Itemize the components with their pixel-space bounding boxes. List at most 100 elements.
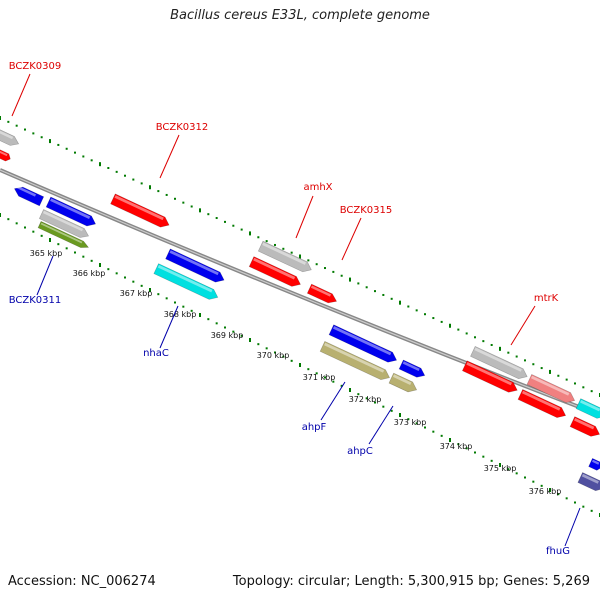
leader-line xyxy=(368,405,394,445)
ruler-tick xyxy=(107,268,110,271)
ruler-tick xyxy=(515,355,518,358)
gene-pink-1 xyxy=(526,374,576,403)
ruler-tick xyxy=(499,463,501,467)
ruler-tick xyxy=(590,390,593,393)
gene-arrow-shine xyxy=(324,342,385,373)
ruler-tick xyxy=(7,218,10,221)
ruler-tick xyxy=(124,276,126,279)
ruler-tick xyxy=(149,288,151,292)
ruler-tick xyxy=(349,277,351,282)
gene-navy-1 xyxy=(577,472,600,492)
gene-arrow-shine xyxy=(262,242,307,265)
ruler-tick xyxy=(49,139,51,144)
ruler-tick xyxy=(132,178,135,181)
gene-arrow-body xyxy=(328,324,398,363)
ruler-tick xyxy=(65,247,68,250)
gene-arrow-body xyxy=(569,416,600,437)
gene-arrow-body xyxy=(517,389,567,418)
ruler-tick xyxy=(390,409,393,412)
gene-arrow-shine xyxy=(474,347,522,372)
ruler-tick xyxy=(565,497,568,500)
ruler-tick xyxy=(574,382,576,385)
gene-arrow-shine xyxy=(114,195,164,221)
ruler-tick xyxy=(290,251,293,254)
ruler-tick xyxy=(107,167,110,170)
genome-backbone xyxy=(0,168,600,417)
ruler-tick xyxy=(57,143,60,146)
ruler-tick xyxy=(457,328,460,331)
leader-line xyxy=(159,134,180,179)
ruler-tick xyxy=(257,236,260,239)
ruler-tick xyxy=(307,259,310,262)
ruler-tick xyxy=(7,120,10,123)
ruler-tick xyxy=(407,305,410,308)
ruler-tick xyxy=(590,509,593,512)
ruler-tick xyxy=(0,116,1,120)
ruler-tick xyxy=(424,313,426,316)
ruler-tick xyxy=(57,243,60,246)
accession-text: Accession: NC_006274 xyxy=(8,574,156,589)
ruler-tick xyxy=(374,401,376,404)
gene-arrow-body xyxy=(110,193,170,228)
gene-grey-2 xyxy=(38,209,90,238)
kbp-label: 376 kbp xyxy=(529,487,562,496)
gene-arrow-shine xyxy=(40,222,83,244)
ruler-tick xyxy=(557,493,560,496)
ruler-tick xyxy=(174,301,176,304)
gene-arrow-shine xyxy=(530,375,570,396)
gene-red-4 xyxy=(306,283,338,304)
gene-label-reverse: BCZK0311 xyxy=(9,295,62,306)
ruler-tick xyxy=(390,297,393,300)
gene-arrow-body xyxy=(319,340,390,380)
ruler-tick xyxy=(399,413,401,417)
gene-arrow-shine xyxy=(15,185,37,197)
ruler-tick xyxy=(132,280,135,283)
gene-red-7 xyxy=(569,416,600,437)
ruler-tick xyxy=(465,447,468,450)
leader-line xyxy=(295,195,314,239)
ruler-tick xyxy=(340,274,343,277)
ruler-tick xyxy=(49,238,51,242)
kbp-label: 366 kbp xyxy=(73,269,106,278)
ruler-tick xyxy=(382,405,385,408)
gene-arrow-body xyxy=(248,256,301,287)
ruler-tick xyxy=(307,368,310,371)
leader-line xyxy=(510,305,536,346)
genome-backbone-highlight xyxy=(0,169,600,416)
kbp-label: 369 kbp xyxy=(211,331,244,340)
ruler-tick xyxy=(24,128,26,131)
ruler-tick xyxy=(149,185,151,190)
gene-cyan-2 xyxy=(575,398,600,419)
ruler-tick xyxy=(240,334,243,337)
ruler-tick xyxy=(465,332,468,335)
ruler-tick xyxy=(457,443,460,446)
ruler-tick xyxy=(440,320,443,323)
ruler-tick xyxy=(549,488,551,492)
ruler-tick xyxy=(274,243,276,246)
ruler-tick xyxy=(332,380,335,383)
ruler-tick xyxy=(232,330,235,333)
topology-text: Topology: circular; Length: 5,300,915 bp… xyxy=(232,574,590,589)
ruler-tick xyxy=(490,459,493,462)
gene-label-reverse: nhaC xyxy=(143,348,169,359)
gene-arrow-body xyxy=(38,209,90,238)
ruler-tick xyxy=(315,372,318,375)
kbp-label: 370 kbp xyxy=(257,351,290,360)
gene-arrow-body xyxy=(13,186,45,207)
ruler-tick xyxy=(582,505,585,508)
ruler-tick xyxy=(24,226,26,229)
kbp-label: 373 kbp xyxy=(394,418,427,427)
ruler-tick xyxy=(507,468,510,471)
ruler-tick xyxy=(424,426,426,429)
ruler-tick xyxy=(524,476,526,479)
ruler-tick xyxy=(215,217,218,220)
kbp-label: 375 kbp xyxy=(484,464,517,473)
gene-arrow-shine xyxy=(580,400,600,412)
ruler-tick xyxy=(249,231,251,236)
gene-arrow-shine xyxy=(591,459,600,465)
ruler-tick xyxy=(165,193,168,196)
ruler-tick xyxy=(324,267,326,270)
ruler-tick xyxy=(507,351,510,354)
kbp-label: 368 kbp xyxy=(164,310,197,319)
ruler-tick xyxy=(199,313,201,317)
